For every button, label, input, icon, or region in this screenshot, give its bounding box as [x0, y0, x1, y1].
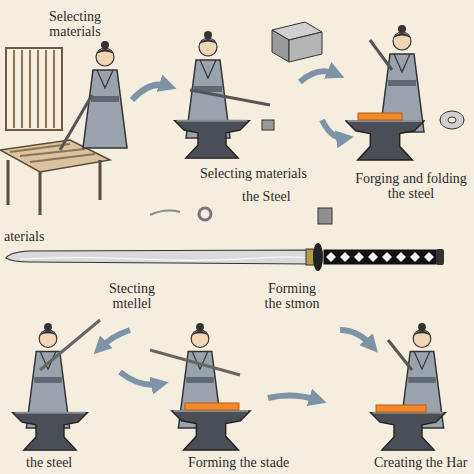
step-label: Forming the stade	[186, 454, 291, 471]
step-arrow	[120, 372, 160, 385]
block-side	[272, 30, 289, 62]
habaki	[306, 249, 314, 265]
block-front	[289, 32, 322, 62]
work-bench	[0, 140, 110, 215]
held-bar	[60, 95, 92, 150]
step-label: the steel	[24, 454, 74, 471]
step-label: Creating the Har	[372, 454, 469, 471]
step-arrow	[340, 330, 372, 346]
step-label: Selecting materials	[198, 165, 309, 182]
step-arrow	[132, 85, 168, 100]
steel-block	[272, 22, 322, 62]
step-label: Stecting mtellel	[98, 280, 166, 313]
anvil	[371, 413, 446, 450]
hot-steel	[185, 403, 239, 410]
pommel	[436, 249, 444, 265]
small-block	[262, 120, 274, 130]
anvil	[175, 121, 250, 158]
hamon-line	[20, 257, 312, 260]
rack-bars	[14, 50, 54, 128]
step-label: aterials	[2, 228, 46, 245]
smith-figure	[83, 41, 127, 148]
tsuba	[313, 243, 323, 271]
small-block	[318, 208, 332, 224]
step-arrow	[268, 395, 318, 400]
hot-steel	[376, 405, 426, 412]
hammer-handle	[388, 340, 412, 370]
blade	[6, 250, 312, 264]
hot-steel	[358, 113, 402, 120]
held-blade	[190, 90, 270, 105]
step-label: Forming the stmon	[258, 280, 326, 313]
tape-roll	[440, 111, 464, 129]
anvil	[13, 413, 88, 450]
rack-frame	[6, 48, 62, 130]
step-label: Forging and folding the steel	[352, 170, 470, 203]
held-blade	[150, 350, 240, 375]
bench-legs	[8, 160, 100, 215]
anvil	[346, 121, 424, 160]
step-arrow	[100, 330, 130, 348]
small-wire	[150, 211, 180, 215]
anvil	[172, 411, 250, 450]
steel-bars	[10, 144, 95, 162]
step-label: Selecting materials	[32, 8, 118, 41]
step-arrow	[300, 71, 336, 82]
handle	[324, 250, 436, 264]
step-arrow	[322, 120, 345, 138]
hammer-handle	[370, 40, 392, 70]
held-blade	[40, 320, 100, 370]
ring	[199, 208, 211, 220]
step-label: the Steel	[240, 188, 293, 205]
katana	[6, 243, 444, 271]
tape-core	[448, 117, 456, 123]
material-rack	[6, 48, 62, 130]
